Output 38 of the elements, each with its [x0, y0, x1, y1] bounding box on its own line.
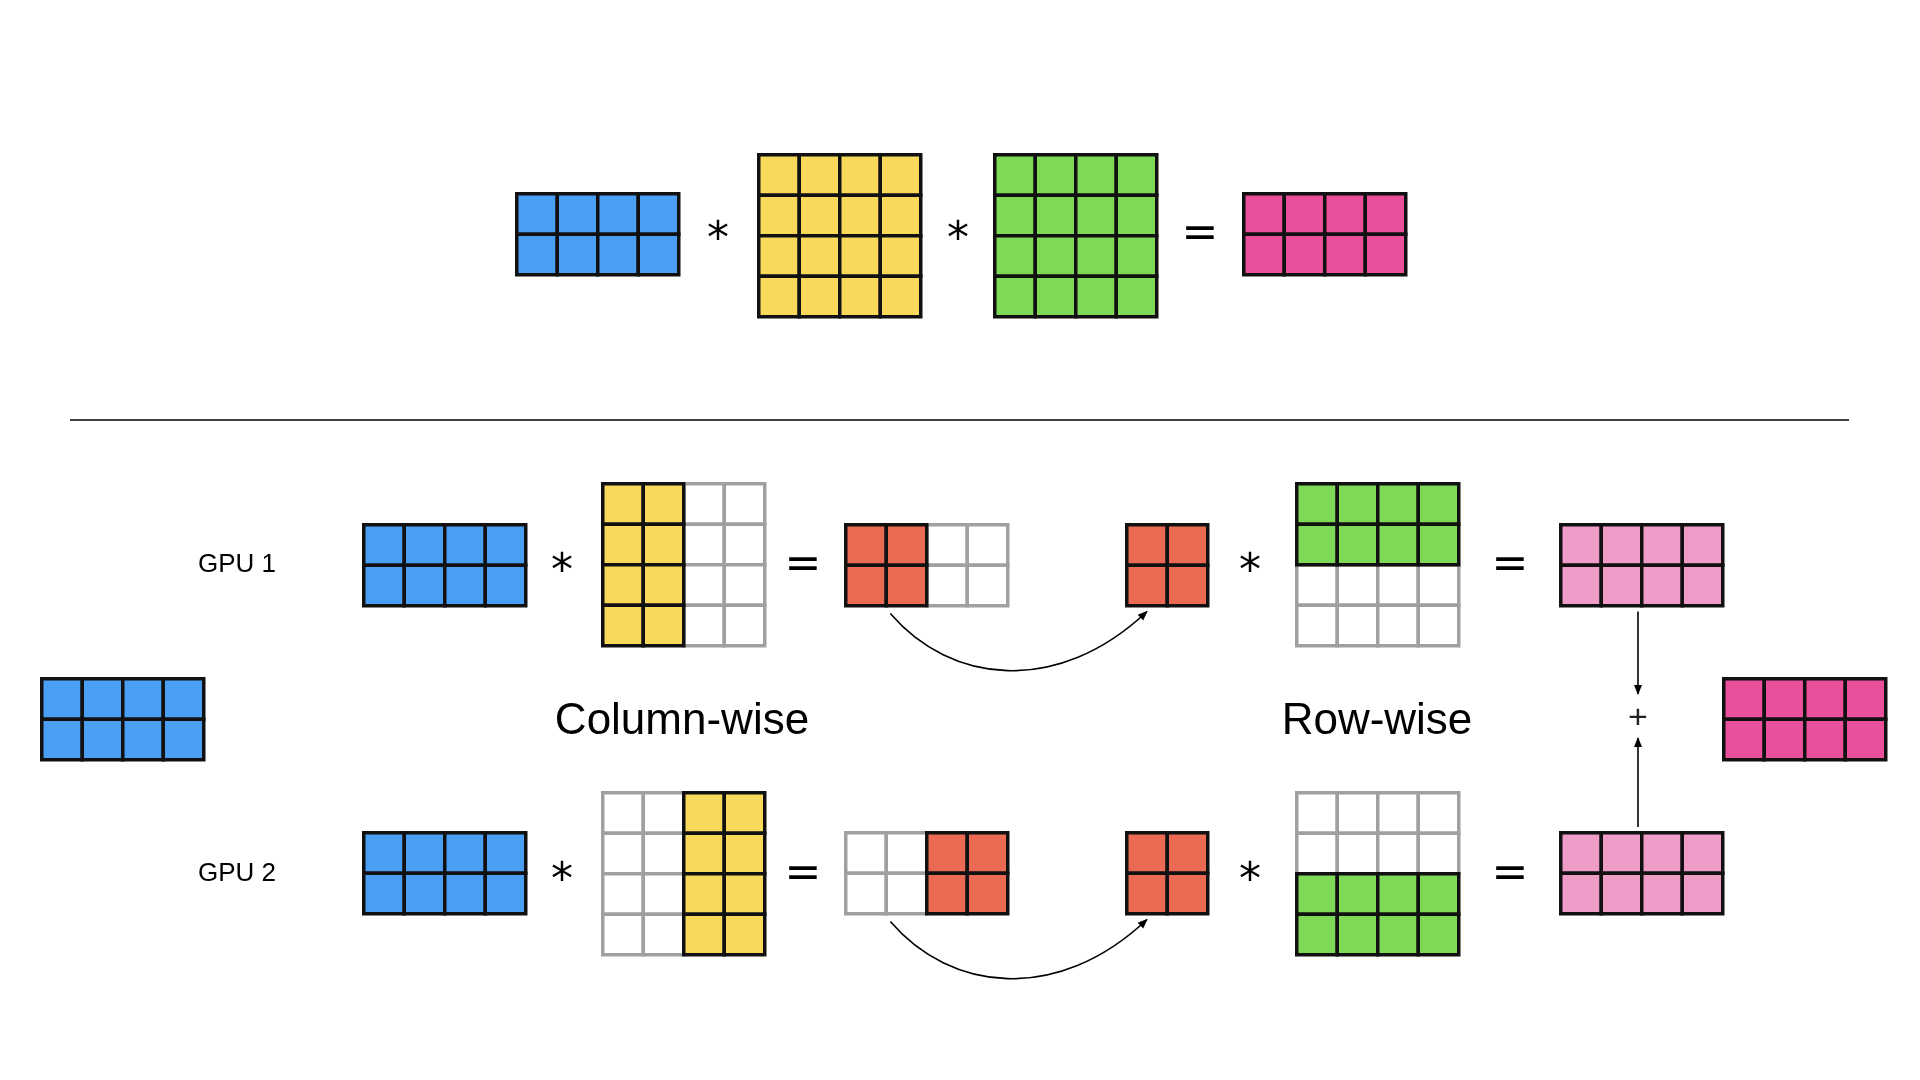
operator-symbol: =	[1491, 850, 1529, 894]
section-heading: Row-wise	[1281, 697, 1473, 741]
row-label: GPU 2	[198, 859, 276, 885]
matrix-grid	[1125, 831, 1210, 916]
matrix-grid	[1295, 791, 1461, 957]
matrix-grid	[1295, 482, 1461, 648]
matrix-grid	[1242, 192, 1408, 277]
matrix-grid	[362, 523, 528, 608]
matrix-grid	[515, 192, 681, 277]
arrow	[1634, 737, 1642, 828]
operator-symbol: *	[1239, 548, 1261, 592]
matrix-grid	[1559, 831, 1725, 916]
matrix-grid	[993, 153, 1159, 319]
operator-symbol: =	[1181, 210, 1219, 254]
matrix-grid	[1125, 523, 1210, 608]
matrix-grid	[362, 831, 528, 916]
matrix-grid	[40, 677, 206, 762]
operator-symbol: =	[784, 541, 822, 585]
matrix-grid	[601, 482, 767, 648]
section-heading: Column-wise	[554, 697, 810, 741]
operator-symbol: *	[551, 857, 573, 901]
matrix-grid	[1722, 677, 1888, 762]
operator-symbol: *	[947, 216, 969, 260]
matrix-grid	[1559, 523, 1725, 608]
matrix-grid	[844, 831, 1010, 916]
plus-sign: +	[1612, 694, 1664, 738]
arrow	[889, 918, 1148, 980]
operator-symbol: *	[551, 548, 573, 592]
operator-symbol: =	[1491, 541, 1529, 585]
row-label: GPU 1	[198, 550, 276, 576]
operator-symbol: =	[784, 850, 822, 894]
matrix-grid	[844, 523, 1010, 608]
arrow	[1634, 610, 1642, 695]
matrix-grid	[601, 791, 767, 957]
operator-symbol: *	[707, 216, 729, 260]
arrow	[889, 610, 1148, 672]
matrix-grid	[757, 153, 923, 319]
operator-symbol: *	[1239, 857, 1261, 901]
